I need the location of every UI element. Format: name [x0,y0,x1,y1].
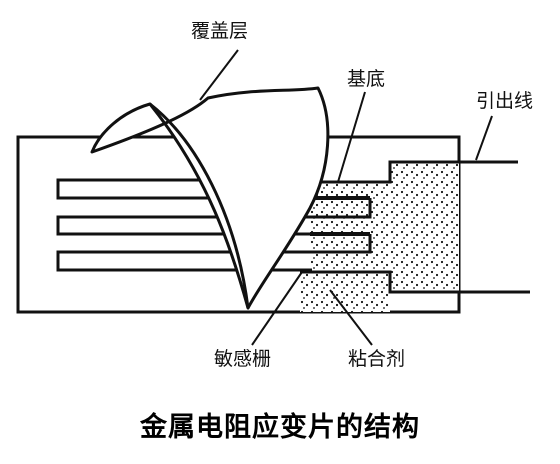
figure-caption: 金属电阻应变片的结构 [140,412,420,443]
label-substrate: 基底 [347,68,386,90]
leader-lines [199,49,493,346]
adhesive-region [300,162,459,312]
substrate-step-bottom [300,270,459,294]
cover-layer [90,86,330,310]
substrate-step [300,160,459,184]
label-adhesive: 粘合剂 [348,348,406,370]
sensitive-grid [56,178,372,272]
label-lead-wire: 引出线 [476,90,534,112]
label-sensitive-grid: 敏感栅 [214,348,272,370]
label-cover-layer: 覆盖层 [191,20,249,42]
lead-wires [459,160,530,294]
